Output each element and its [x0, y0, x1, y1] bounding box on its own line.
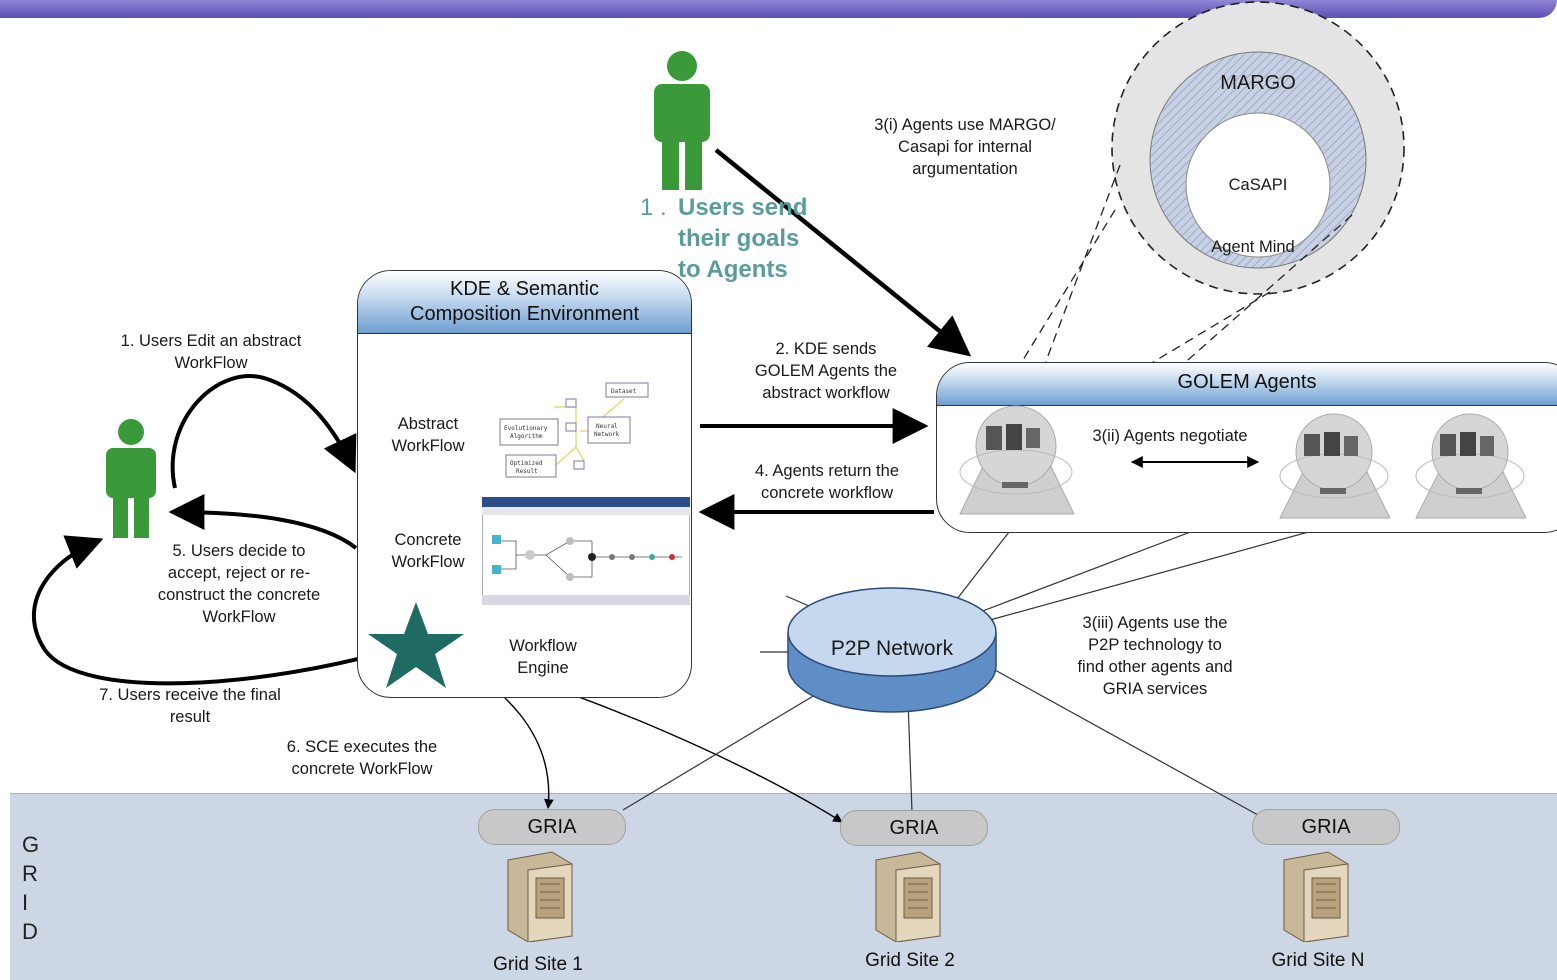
p2p-network-cylinder [787, 587, 997, 713]
agent-mind-note: 3(i) Agents use MARGO/ Casapi for intern… [874, 116, 1056, 178]
users-goal-body: Users send their goals to Agents [678, 194, 808, 283]
agent-mind-circle [1111, 1, 1405, 295]
node-evolutionary-2: Algorithm [510, 433, 543, 440]
agent-mind-label: Agent Mind [1211, 238, 1295, 256]
concrete-workflow-label: Concrete WorkFlow [391, 531, 465, 571]
step-5-label: 5. Users decide to accept, reject or re-… [157, 542, 321, 626]
workflow-engine-label: Workflow Engine [509, 637, 577, 677]
server-icon-1 [507, 851, 573, 942]
top-bar [0, 0, 1557, 18]
step-4-label: 4. Agents return the concrete workflow [754, 462, 899, 502]
abstract-workflow-label: Abstract WorkFlow [391, 415, 465, 455]
grid-letter-d: D [22, 919, 38, 944]
kde-title-line2: Composition Environment [410, 303, 639, 325]
step-6-label: 6. SCE executes the concrete WorkFlow [286, 738, 438, 778]
grid-letter-g: G [22, 832, 40, 857]
golem-header: GOLEM Agents [937, 363, 1557, 406]
node-optimized-1: Optimized [510, 460, 543, 467]
grid-letter-r: R [22, 861, 38, 886]
gria-badge-1: GRIA [478, 809, 626, 845]
node-neural-2: Network [594, 431, 620, 438]
step-2-label: 2. KDE sends GOLEM Agents the abstract w… [754, 340, 898, 402]
grid-site-n-label: Grid Site N [1271, 950, 1365, 971]
grid-site-2-label: Grid Site 2 [865, 950, 955, 971]
user-top-icon [654, 51, 710, 190]
kde-title-line1: KDE & Semantic [450, 278, 599, 300]
node-evolutionary-1: Evolutionary [504, 425, 548, 432]
step-3iii-label: 3(iii) Agents use the P2P technology to … [1077, 614, 1233, 698]
negotiate-double-arrow [1130, 456, 1260, 468]
grid-site-1-label: Grid Site 1 [493, 954, 583, 975]
kde-header: KDE & Semantic Composition Environment [358, 271, 691, 334]
grid-letter-i: I [22, 890, 29, 915]
margo-label: MARGO [1220, 72, 1296, 94]
gria-badge-3: GRIA [1252, 809, 1400, 845]
users-goal-prefix: 1 . [640, 194, 667, 221]
abstract-workflow-diagram: Dataset Evolutionary Algorithm Neural Ne… [499, 382, 649, 478]
user-left-icon [106, 419, 156, 538]
agents-negotiate-label: 3(ii) Agents negotiate [1092, 427, 1248, 445]
node-neural-1: Neural [596, 423, 618, 430]
agent-icon-1 [959, 405, 1075, 515]
casapi-label: CaSAPI [1228, 176, 1288, 194]
golem-title: GOLEM Agents [1177, 371, 1317, 393]
server-icon-3 [1283, 851, 1349, 942]
node-dataset: Dataset [611, 388, 637, 395]
users-goal-text: 1 . [640, 192, 667, 223]
server-icon-2 [875, 851, 941, 942]
workflow-engine-star-icon [368, 602, 464, 688]
agent-icon-2 [1279, 413, 1391, 519]
step-1-label: 1. Users Edit an abstract WorkFlow [120, 332, 302, 372]
agent-icon-3 [1415, 413, 1527, 519]
concrete-workflow-screenshot [482, 497, 690, 605]
step-7-label: 7. Users receive the final result [99, 686, 281, 726]
gria-badge-2: GRIA [840, 810, 988, 846]
p2p-network-label: P2P Network [830, 637, 954, 660]
node-optimized-2: Result [516, 468, 538, 475]
